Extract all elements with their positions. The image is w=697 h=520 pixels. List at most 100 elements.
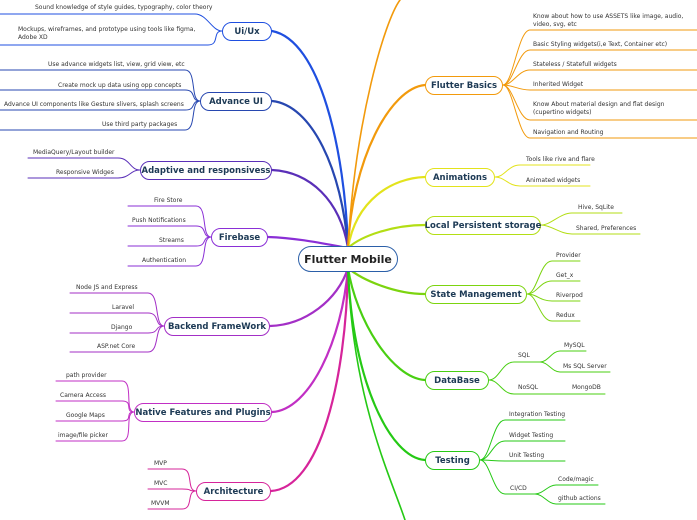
- trunk-native: [270, 266, 350, 414]
- leaf-line-state: [526, 260, 581, 295]
- leaf-architecture-2: MVC: [154, 480, 168, 487]
- leaf-animations-1: Tools like rive and flare: [526, 156, 595, 163]
- branch-native[interactable]: Native Features and Plugins: [134, 403, 272, 422]
- leaf-native-3: Google Maps: [66, 412, 105, 419]
- leaf-state-3: Riverpod: [556, 292, 583, 299]
- leaf-firebase-4: Authentication: [142, 257, 187, 264]
- leaf-line-state: [526, 293, 581, 322]
- trunk-uiux: [270, 29, 350, 250]
- leaf-line-anim: [494, 164, 591, 178]
- leaf-adaptive-2: Responsive Widges: [56, 169, 114, 176]
- leaf-basics-2: Basic Styling widgets(i,e Text, Containe…: [533, 41, 668, 48]
- leaf-line-basics: [502, 49, 697, 86]
- leaf-line-testing: [534, 484, 599, 495]
- branch-animations[interactable]: Animations: [425, 168, 495, 187]
- leaf-firebase-1: Fire Store: [154, 197, 183, 204]
- trunk-arch: [269, 266, 350, 493]
- branch-flutter-basics[interactable]: Flutter Basics: [425, 76, 503, 95]
- leaf-line-backend: [69, 325, 165, 353]
- leaf-firebase-2: Push Notifications: [132, 217, 186, 224]
- leaf-native-2: Camera Access: [60, 392, 106, 399]
- trunk-extension-top: [347, 0, 401, 249]
- db-sql-label: SQL: [518, 352, 530, 359]
- leaf-line-local: [540, 212, 623, 226]
- leaf-testing-1: Integration Testing: [509, 411, 566, 418]
- leaf-line-basics: [502, 69, 697, 86]
- leaf-line-testing: [534, 493, 606, 505]
- leaf-ui-ux-2: Mockups, wireframes, and prototype using…: [18, 26, 196, 41]
- leaf-line-testing: [479, 419, 566, 461]
- leaf-advance-ui-3: Advance UI components like Gesture slive…: [4, 101, 184, 108]
- leaf-backend-1: Node JS and Express: [76, 284, 138, 291]
- leaf-state-4: Redux: [556, 312, 575, 319]
- leaf-architecture-1: MVP: [154, 460, 167, 467]
- db-nosql-label: NoSQL: [518, 384, 539, 391]
- trunk-testing: [346, 266, 427, 462]
- branch-adaptive[interactable]: Adaptive and responsivess: [140, 161, 272, 180]
- leaf-line-testing: [479, 459, 536, 495]
- trunk-adaptive: [270, 168, 350, 250]
- leaf-backend-4: ASP.net Core: [97, 343, 136, 350]
- leaf-line-arch: [147, 490, 197, 510]
- leaf-line-db: [488, 361, 541, 381]
- leaf-adaptive-1: MediaQuery/Layout builder: [33, 149, 115, 156]
- leaf-line-uiux: [0, 30, 223, 46]
- leaf-line-basics: [502, 29, 697, 86]
- trunk-backend: [268, 266, 350, 328]
- trunk-advui: [270, 99, 350, 250]
- leaf-native-4: image/file picker: [58, 432, 108, 439]
- leaf-line-arch: [147, 488, 197, 492]
- leaf-local-1: Hive, SqLite: [578, 204, 614, 211]
- leaf-backend-2: Laravel: [112, 304, 135, 311]
- leaf-basics-6: Navigation and Routing: [533, 129, 604, 136]
- leaf-testing-2: Widget Testing: [509, 432, 554, 439]
- leaf-line-state: [526, 280, 581, 295]
- leaf-testing-3: Unit Testing: [509, 452, 545, 459]
- leaf-line-backend: [69, 312, 165, 327]
- leaf-line-advui: [0, 100, 201, 131]
- leaf-ui-ux-1: Sound knowledge of style guides, typogra…: [35, 4, 213, 11]
- leaf-line-native: [55, 380, 135, 413]
- leaf-advance-ui-4: Use third party packages: [102, 121, 178, 128]
- leaf-db-1: MySQL: [564, 342, 585, 349]
- leaf-local-2: Shared, Preferences: [576, 225, 637, 232]
- leaf-line-db: [539, 350, 587, 363]
- branch-architecture[interactable]: Architecture: [196, 482, 271, 501]
- branch-testing[interactable]: Testing: [425, 451, 480, 470]
- branch-backend[interactable]: Backend FrameWork: [164, 317, 270, 336]
- leaf-basics-4: Inherited Widget: [533, 81, 584, 88]
- trunk-basics: [346, 83, 427, 250]
- trunk-local: [346, 223, 427, 250]
- central-topic[interactable]: Flutter Mobile: [298, 246, 398, 272]
- branch-advance-ui[interactable]: Advance UI: [200, 92, 272, 111]
- leaf-basics-1: Know about how to use ASSETS like image,…: [533, 13, 684, 28]
- leaf-basics-3: Stateless / Statefull widgets: [533, 61, 617, 68]
- leaf-firebase-3: Streams: [159, 237, 184, 244]
- leaf-advance-ui-2: Create mock up data using opp concepts: [58, 82, 182, 89]
- leaf-line-native: [55, 411, 135, 442]
- branch-local-storage[interactable]: Local Persistent storage: [425, 216, 541, 235]
- leaf-line-arch: [147, 468, 197, 492]
- leaf-line-testing: [479, 459, 566, 462]
- leaf-line-db: [539, 361, 611, 373]
- branch-state-management[interactable]: State Management: [425, 285, 527, 304]
- leaf-line-adaptive: [27, 157, 141, 171]
- branch-database[interactable]: DataBase: [425, 371, 489, 390]
- leaf-testing-4: Code/magic: [558, 476, 594, 483]
- leaf-animations-2: Animated widgets: [526, 177, 581, 184]
- leaf-line-firebase: [127, 236, 212, 267]
- leaf-state-1: Provider: [556, 252, 581, 259]
- leaf-line-advui: [0, 89, 201, 102]
- branch-firebase[interactable]: Firebase: [211, 228, 268, 247]
- leaf-db-3: MongoDB: [572, 384, 601, 391]
- leaf-line-db: [488, 379, 547, 395]
- leaf-line-advui: [0, 69, 201, 102]
- leaf-state-2: Get_x: [556, 272, 574, 279]
- leaf-line-native: [55, 400, 135, 413]
- trunk-db: [346, 266, 427, 382]
- leaf-line-local: [540, 224, 641, 235]
- branch-ui-ux[interactable]: Ui/Ux: [222, 22, 272, 41]
- leaf-native-1: path provider: [66, 372, 107, 379]
- leaf-architecture-3: MVVM: [151, 500, 170, 507]
